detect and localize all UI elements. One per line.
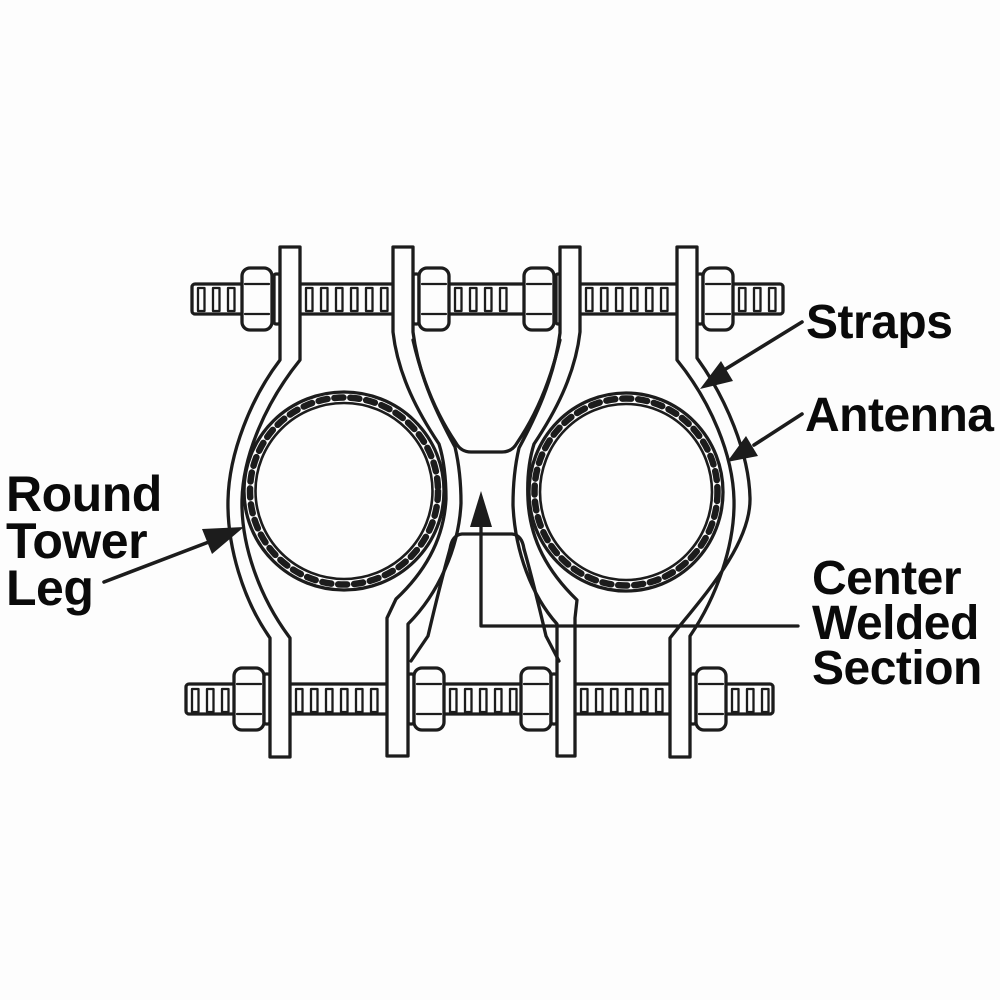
antenna-circle [527,391,725,593]
tower-leg-arrowhead [202,527,244,554]
round-tower-leg-line3: Leg [6,560,94,616]
hex-nut-top-4 [695,266,735,332]
center-weld-upper [411,338,562,454]
hex-nut-top-1 [240,266,282,332]
tower-leg-liner-dashes [246,394,442,588]
hex-nut-bottom-3 [519,666,559,732]
tower-leg-circle [242,390,446,592]
hex-nut-bottom-4 [688,666,728,732]
antenna-arrowhead [727,436,758,462]
top-rod-threads [196,286,777,313]
antenna-liner-dashes [531,395,721,589]
center-weld-lower [448,532,526,551]
hex-nut-bottom-2 [406,666,446,732]
antenna-label: Antenna [805,389,994,442]
right-inner-strap [511,245,582,758]
center-welded-line2: Welded [812,597,979,650]
hex-nut-bottom-1 [232,666,272,732]
center-welded-section [409,338,562,663]
hex-nut-top-3 [522,266,564,332]
bottom-rod-threads [190,687,770,714]
center-welded-line3: Section [812,642,982,695]
tower-leg-arrow [102,527,244,584]
straps-label: Straps [806,296,953,349]
center-welded-leader [470,491,800,628]
straps-arrow [700,320,804,389]
center-welded-arrowhead [470,491,492,527]
left-outer-strap [226,245,302,759]
hex-nut-top-2 [411,266,451,332]
antenna-arrow [727,412,804,462]
round-tower-leg-label: Round Tower Leg [6,466,162,616]
straps-arrowhead [700,361,733,389]
center-welded-section-label: Center Welded Section [812,552,982,695]
left-inner-strap [385,245,463,758]
round-tower-leg-line2: Tower [6,513,148,569]
round-tower-leg-line1: Round [6,466,162,522]
center-welded-line1: Center [812,552,962,605]
